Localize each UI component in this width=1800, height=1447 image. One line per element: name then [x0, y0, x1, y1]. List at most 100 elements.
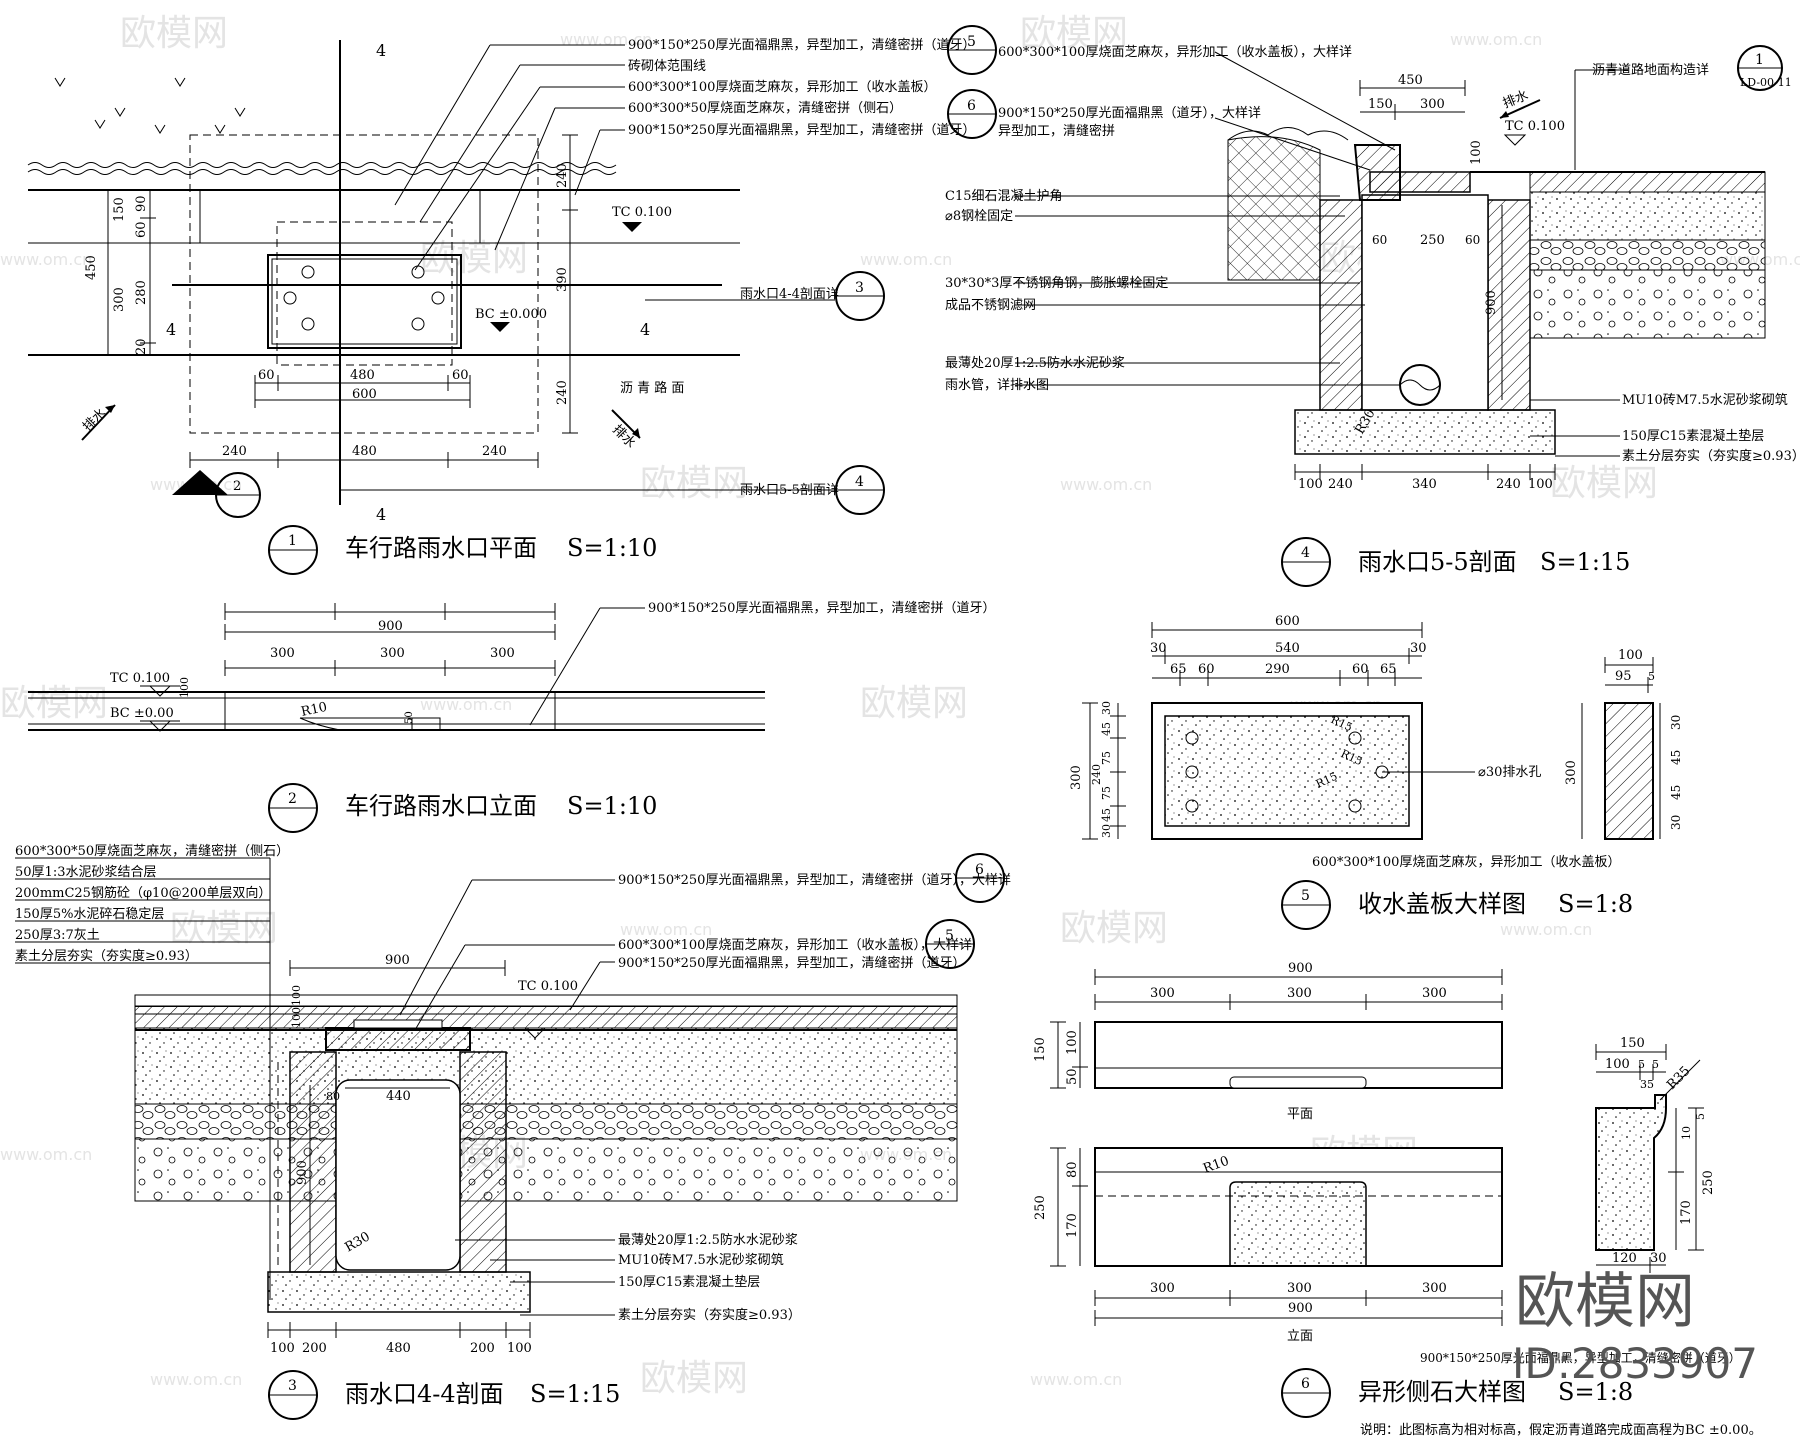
curb-caption: 900*150*250厚光面福鼎黑，异型加工，清缝密拼（道牙）	[1420, 1350, 1741, 1365]
svg-text:75: 75	[1100, 751, 1113, 765]
watermark-site: www.om.cn	[860, 250, 952, 269]
svg-text:60: 60	[1372, 233, 1387, 247]
svg-text:100: 100	[1528, 477, 1553, 492]
svg-text:5: 5	[1301, 888, 1310, 904]
svg-text:240: 240	[555, 380, 570, 405]
concrete-base	[1294, 409, 1556, 455]
layer-label: 素土分层夯实（夯实度≥0.93）	[15, 948, 198, 964]
cover-plate-side	[1604, 702, 1654, 840]
svg-text:R35: R35	[1664, 1064, 1693, 1093]
section-ref-label: 雨水口4-4剖面详	[740, 287, 839, 302]
cut-mark: 4	[376, 505, 386, 524]
svg-text:1: 1	[288, 533, 297, 549]
svg-text:5: 5	[1652, 1058, 1659, 1071]
concrete-base	[267, 1271, 531, 1313]
svg-text:480: 480	[350, 368, 375, 383]
svg-text:3: 3	[855, 280, 864, 296]
svg-text:50: 50	[404, 711, 415, 724]
svg-text:60: 60	[452, 368, 469, 383]
curb-recess	[299, 717, 441, 731]
view-title-6: 6 异形侧石大样图 S=1:8	[1281, 1368, 1633, 1418]
section-callout: 900*150*250厚光面福鼎黑，异型加工，清缝密拼（道牙），大样详	[618, 872, 1011, 888]
section-callout: 900*150*250厚光面福鼎黑（道牙），大样详	[998, 106, 1261, 121]
grass-symbols	[54, 77, 246, 134]
svg-text:390: 390	[555, 267, 570, 292]
plan-callout: 砖砌体范围线	[628, 59, 706, 74]
tc-elevation: TC 0.100	[1505, 119, 1565, 134]
svg-text:600: 600	[352, 387, 377, 402]
svg-text:170: 170	[1679, 1200, 1694, 1225]
svg-text:30: 30	[1650, 1251, 1667, 1266]
brand-logo-text: 欧模网	[1515, 1267, 1695, 1337]
svg-text:300: 300	[1150, 986, 1175, 1001]
watermark-brand: 欧模网	[120, 13, 228, 54]
svg-text:200: 200	[302, 1341, 327, 1356]
svg-text:95: 95	[1615, 669, 1632, 684]
section-ref-label: 雨水口5-5剖面详	[740, 483, 839, 498]
svg-text:30: 30	[1150, 641, 1167, 656]
svg-text:60: 60	[1465, 233, 1480, 247]
svg-text:240: 240	[482, 444, 507, 459]
svg-text:排水: 排水	[609, 422, 638, 451]
svg-text:5: 5	[967, 34, 976, 50]
svg-text:30: 30	[1100, 701, 1113, 715]
svg-text:45: 45	[1669, 750, 1683, 765]
svg-text:60: 60	[134, 221, 149, 238]
cut-mark: 4	[376, 41, 386, 60]
section-callout: 最薄处20厚1:2.5防水水泥砂浆	[618, 1232, 798, 1248]
view-title: 雨水口4-4剖面	[345, 1380, 504, 1408]
watermark-brand: 欧模网	[1060, 908, 1168, 949]
svg-text:60: 60	[1352, 662, 1369, 677]
svg-text:2: 2	[288, 791, 297, 807]
svg-text:340: 340	[1412, 477, 1437, 492]
plan-callout: 900*150*250厚光面福鼎黑，异型加工，清缝密拼（道牙）	[628, 122, 975, 138]
svg-text:900: 900	[295, 1160, 310, 1185]
view-scale: S=1:8	[1558, 890, 1633, 918]
svg-text:900: 900	[1288, 961, 1313, 976]
section-marker-2: 2	[172, 470, 261, 518]
watermark-site: www.om.cn	[150, 1370, 242, 1389]
elevation-triangle-icon	[1503, 134, 1527, 146]
section-callout: 900*150*250厚光面福鼎黑，异型加工，清缝密拼（道牙）	[618, 955, 965, 971]
section-callout: ⌀8钢栓固定	[945, 209, 1013, 224]
svg-text:60: 60	[258, 368, 275, 383]
watermark-brand: 欧模网	[170, 908, 278, 949]
svg-text:20: 20	[134, 338, 149, 355]
brand-id: ID:2833907	[1512, 1339, 1758, 1388]
svg-text:300: 300	[1422, 986, 1447, 1001]
view-scale: S=1:8	[1558, 1378, 1633, 1406]
svg-text:5: 5	[1648, 670, 1655, 683]
watermark-brand: 欧模网	[1550, 463, 1658, 504]
curb-stone	[1353, 144, 1401, 201]
view-title-3: 3 雨水口4-4剖面 S=1:15	[268, 1370, 620, 1420]
section-callout: MU10砖M7.5水泥砂浆砌筑	[618, 1252, 784, 1268]
section-callout: 异型加工，清缝密拼	[998, 123, 1115, 139]
svg-text:5: 5	[945, 928, 954, 944]
drain-arrow-icon	[611, 409, 641, 439]
svg-text:450: 450	[84, 255, 99, 280]
svg-text:6: 6	[967, 98, 976, 114]
layer-label: 600*300*50厚烧面芝麻灰，清缝密拼（侧石）	[15, 843, 289, 859]
svg-text:120: 120	[1612, 1251, 1637, 1266]
view-title: 异形侧石大样图	[1358, 1378, 1526, 1406]
svg-text:170: 170	[1065, 1213, 1080, 1238]
curb-profile	[1595, 1094, 1667, 1251]
svg-text:300: 300	[380, 646, 405, 661]
svg-text:3: 3	[288, 1378, 297, 1394]
drain-arrow-icon	[1499, 99, 1541, 119]
svg-text:35: 35	[1640, 1078, 1654, 1091]
road-label: 沥 青 路 面	[620, 380, 684, 396]
svg-text:6: 6	[1301, 1376, 1310, 1392]
watermark-brand: 欧模网	[640, 463, 748, 504]
view-title: 收水盖板大样图	[1358, 890, 1526, 918]
svg-text:65: 65	[1380, 662, 1397, 677]
svg-text:5: 5	[1638, 1058, 1645, 1071]
svg-text:150: 150	[1368, 97, 1393, 112]
svg-text:200: 200	[470, 1341, 495, 1356]
svg-text:4: 4	[1301, 545, 1310, 561]
tc-elevation: TC 0.100	[110, 671, 170, 686]
svg-text:80: 80	[326, 1090, 340, 1103]
watermark-brand: 欧模网	[860, 683, 968, 724]
watermark-site: www.om.cn	[420, 695, 512, 714]
svg-text:90: 90	[134, 195, 149, 212]
